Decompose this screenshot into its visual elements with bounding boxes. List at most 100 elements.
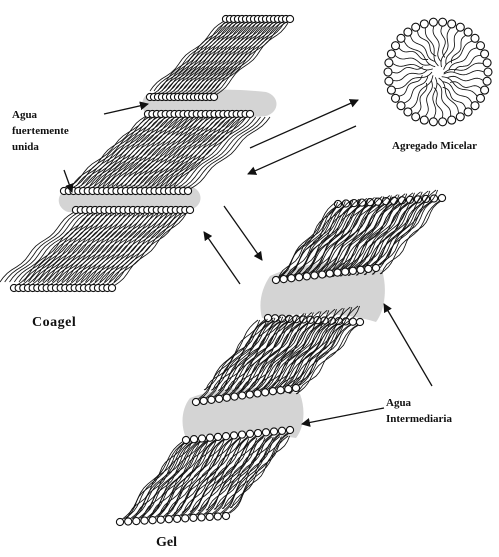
micelle-head (420, 116, 428, 124)
lipid-head (372, 264, 379, 271)
label-agua-fuerte-2: fuertemente (12, 125, 69, 137)
label-agua-intermediaria-2: Intermediaria (386, 413, 452, 425)
lipid-tail (283, 324, 345, 393)
lipid-head (108, 284, 115, 291)
lipid-head (186, 206, 193, 213)
lipid-head (292, 384, 299, 391)
pointer-agua-unida-top (104, 104, 148, 114)
coagel-row-6 (10, 214, 186, 292)
micelle-head (464, 28, 472, 36)
lipid-head (254, 430, 261, 437)
lipid-tail (86, 117, 165, 189)
lipid-head (286, 15, 293, 22)
micelle-tail (444, 71, 484, 75)
lipid-head (133, 518, 140, 525)
lipid-head (223, 394, 230, 401)
lipid-head (296, 274, 303, 281)
lipid-head (288, 275, 295, 282)
micelle-head (385, 59, 393, 67)
pointer-agua-intermediaria-bottom (302, 408, 384, 424)
micelle-head (481, 50, 489, 58)
lipid-head (349, 318, 356, 325)
lipid-head (342, 268, 349, 275)
lipid-head (277, 387, 284, 394)
lipid-head (438, 194, 445, 201)
lipid-head (141, 517, 148, 524)
lipid-head (319, 271, 326, 278)
lipid-head (246, 430, 253, 437)
micelle-head (397, 34, 405, 42)
micelle-head (439, 118, 447, 126)
lipid-head (278, 427, 285, 434)
lipid-head (365, 265, 372, 272)
micelle-head (483, 77, 491, 85)
lipid-head (311, 272, 318, 279)
micelle-head (387, 50, 395, 58)
lipid-head (184, 187, 191, 194)
micelle-head (412, 23, 420, 31)
label-agregado-micelar: Agregado Micelar (392, 140, 477, 152)
micelle-tail (448, 76, 484, 81)
micelle-tail (392, 67, 423, 73)
lipid-head (200, 397, 207, 404)
gel-row-6 (116, 436, 289, 526)
micelle-head (448, 116, 456, 124)
micelle-head (477, 94, 485, 102)
micelle-head (392, 94, 400, 102)
lipid-head (357, 266, 364, 273)
micelle-tail (441, 26, 445, 57)
micelle-head (404, 28, 412, 36)
lipid-head (326, 270, 333, 277)
label-coagel: Coagel (32, 315, 76, 330)
lipid-head (206, 513, 213, 520)
lipid-head (254, 390, 261, 397)
lipid-head (262, 429, 269, 436)
micelle-head (456, 113, 464, 121)
lipid-head (192, 398, 199, 405)
lipid-head (214, 433, 221, 440)
micelle-head (429, 118, 437, 126)
lipid-head (214, 513, 221, 520)
lipid-head (238, 431, 245, 438)
lipid-head (239, 392, 246, 399)
coagel-row-2 (146, 23, 288, 101)
lipid-head (286, 426, 293, 433)
pointer-agua-intermediaria-top (384, 304, 432, 386)
micelle-head (384, 68, 392, 76)
lipid-head (116, 518, 123, 525)
micelle-head (420, 20, 428, 28)
lipid-head (269, 388, 276, 395)
micelle-head (471, 102, 479, 110)
micelle-head (439, 18, 447, 26)
micelle-tail (393, 64, 433, 70)
micelle-tail (410, 35, 435, 61)
micelle-tail (404, 76, 428, 103)
lipid-head (198, 514, 205, 521)
lipid-tail (81, 117, 160, 189)
micelle-tail (443, 82, 472, 103)
micellar-aggregate (384, 18, 492, 126)
micelle-head (483, 59, 491, 67)
lipid-head (334, 269, 341, 276)
micelle-head (481, 86, 489, 94)
lipid-head (356, 318, 363, 325)
lipid-head (182, 515, 189, 522)
lipid-head (165, 516, 172, 523)
label-gel: Gel (156, 535, 177, 550)
micelle-head (397, 102, 405, 110)
micelle-head (448, 20, 456, 28)
micelle-head (429, 18, 437, 26)
lipid-head (262, 389, 269, 396)
lipid-head (272, 276, 279, 283)
micelle-head (477, 42, 485, 50)
lipid-head (270, 428, 277, 435)
lipid-head (190, 514, 197, 521)
label-agua-fuerte-3: unida (12, 141, 39, 153)
lipid-head (303, 273, 310, 280)
lipid-head (208, 396, 215, 403)
arrow-gel-to-coagel (204, 232, 240, 284)
lipid-head (222, 433, 229, 440)
lipid-head (125, 518, 132, 525)
label-agua-fuerte-1: Agua (12, 109, 38, 121)
